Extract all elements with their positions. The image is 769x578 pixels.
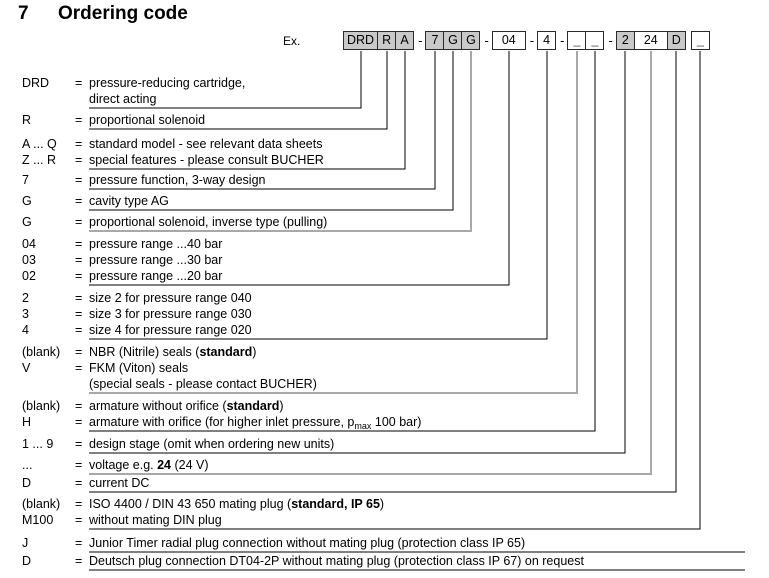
row-code: 3 [22, 307, 29, 321]
row-code: 4 [22, 323, 29, 337]
row-description: size 4 for pressure range 020 [89, 323, 252, 337]
row-description: Deutsch plug connection DT04-2P without … [89, 554, 584, 568]
code-box: G [461, 31, 481, 50]
code-box: _ [690, 31, 710, 50]
row-equals: = [75, 194, 83, 208]
row-description: special features - please consult BUCHER [89, 153, 324, 167]
row-equals: = [75, 113, 83, 127]
row-code: (blank) [22, 399, 61, 413]
row-code: ... [22, 458, 33, 472]
row-code: G [22, 194, 32, 208]
row-equals: = [75, 415, 83, 429]
code-box: R [377, 31, 397, 50]
row-code: J [22, 536, 29, 550]
row-code: 03 [22, 253, 36, 267]
row-description: direct acting [89, 92, 157, 106]
row-code: D [22, 554, 32, 568]
page-title: Ordering code [58, 3, 188, 24]
row-code: 02 [22, 269, 36, 283]
row-equals: = [75, 536, 83, 550]
row-equals: = [75, 497, 83, 511]
code-box: D [666, 31, 686, 50]
row-code: (blank) [22, 497, 61, 511]
code-box: A [395, 31, 415, 50]
code-box: G [443, 31, 463, 50]
row-description: pressure range ...30 bar [89, 253, 223, 267]
page-heading: 7 Ordering code [0, 0, 769, 30]
row-equals: = [75, 476, 83, 490]
code-box: _ [585, 31, 605, 50]
row-code: H [22, 415, 32, 429]
row-equals: = [75, 323, 83, 337]
row-equals: = [75, 437, 83, 451]
row-description: FKM (Viton) seals [89, 361, 189, 375]
row-equals: = [75, 458, 83, 472]
row-code: G [22, 215, 32, 229]
row-code: R [22, 113, 32, 127]
row-description: proportional solenoid [89, 113, 206, 127]
code-box: DRD [343, 31, 379, 50]
row-code: D [22, 476, 32, 490]
row-code: (blank) [22, 345, 61, 359]
row-equals: = [75, 345, 83, 359]
example-label: Ex. [283, 34, 301, 48]
row-description: cavity type AG [89, 194, 169, 208]
code-separator-dash: - [484, 33, 489, 48]
row-code: 2 [22, 291, 29, 305]
row-equals: = [75, 399, 83, 413]
row-description: without mating DIN plug [89, 513, 222, 527]
row-code: V [22, 361, 31, 375]
code-box: 04 [491, 31, 526, 50]
row-equals: = [75, 173, 83, 187]
row-equals: = [75, 513, 83, 527]
code-box: 4 [537, 31, 557, 50]
row-equals: = [75, 269, 83, 283]
row-equals: = [75, 253, 83, 267]
row-description: size 2 for pressure range 040 [89, 291, 252, 305]
row-description: current DC [89, 476, 150, 490]
row-description: standard model - see relevant data sheet… [89, 137, 323, 151]
row-description: Junior Timer radial plug connection with… [89, 536, 526, 550]
row-code: A ... Q [22, 137, 57, 151]
row-equals: = [75, 137, 83, 151]
row-description: ISO 4400 / DIN 43 650 mating plug (stand… [89, 497, 385, 511]
row-equals: = [75, 76, 83, 90]
row-equals: = [75, 554, 83, 568]
row-code: 7 [22, 173, 29, 187]
code-separator-dash: - [418, 33, 423, 48]
row-equals: = [75, 215, 83, 229]
row-equals: = [75, 291, 83, 305]
row-code: M100 [22, 513, 54, 527]
row-code: Z ... R [22, 153, 57, 167]
row-description: armature with orifice (for higher inlet … [89, 415, 422, 431]
code-separator-dash: - [529, 33, 535, 48]
row-equals: = [75, 307, 83, 321]
row-description: armature without orifice (standard) [89, 399, 284, 413]
row-description: voltage e.g. 24 (24 V) [89, 458, 209, 472]
code-separator-dash: - [560, 33, 565, 48]
row-code: 04 [22, 237, 36, 251]
row-description: NBR (Nitrile) seals (standard) [89, 345, 257, 359]
row-description: (special seals - please contact BUCHER) [89, 377, 317, 391]
row-description: size 3 for pressure range 030 [89, 307, 252, 321]
row-equals: = [75, 237, 83, 251]
row-equals: = [75, 153, 83, 167]
row-equals: = [75, 361, 83, 375]
code-separator-dash: - [608, 33, 613, 48]
row-description: pressure range ...40 bar [89, 237, 223, 251]
row-description: pressure-reducing cartridge, [89, 76, 246, 90]
row-description: pressure function, 3-way design [89, 173, 266, 187]
row-description: pressure range ...20 bar [89, 269, 223, 283]
row-code: 1 ... 9 [22, 437, 54, 451]
row-description: proportional solenoid, inverse type (pul… [89, 215, 328, 229]
section-number: 7 [18, 3, 29, 24]
row-code: DRD [22, 76, 50, 90]
row-description: design stage (omit when ordering new uni… [89, 437, 335, 451]
